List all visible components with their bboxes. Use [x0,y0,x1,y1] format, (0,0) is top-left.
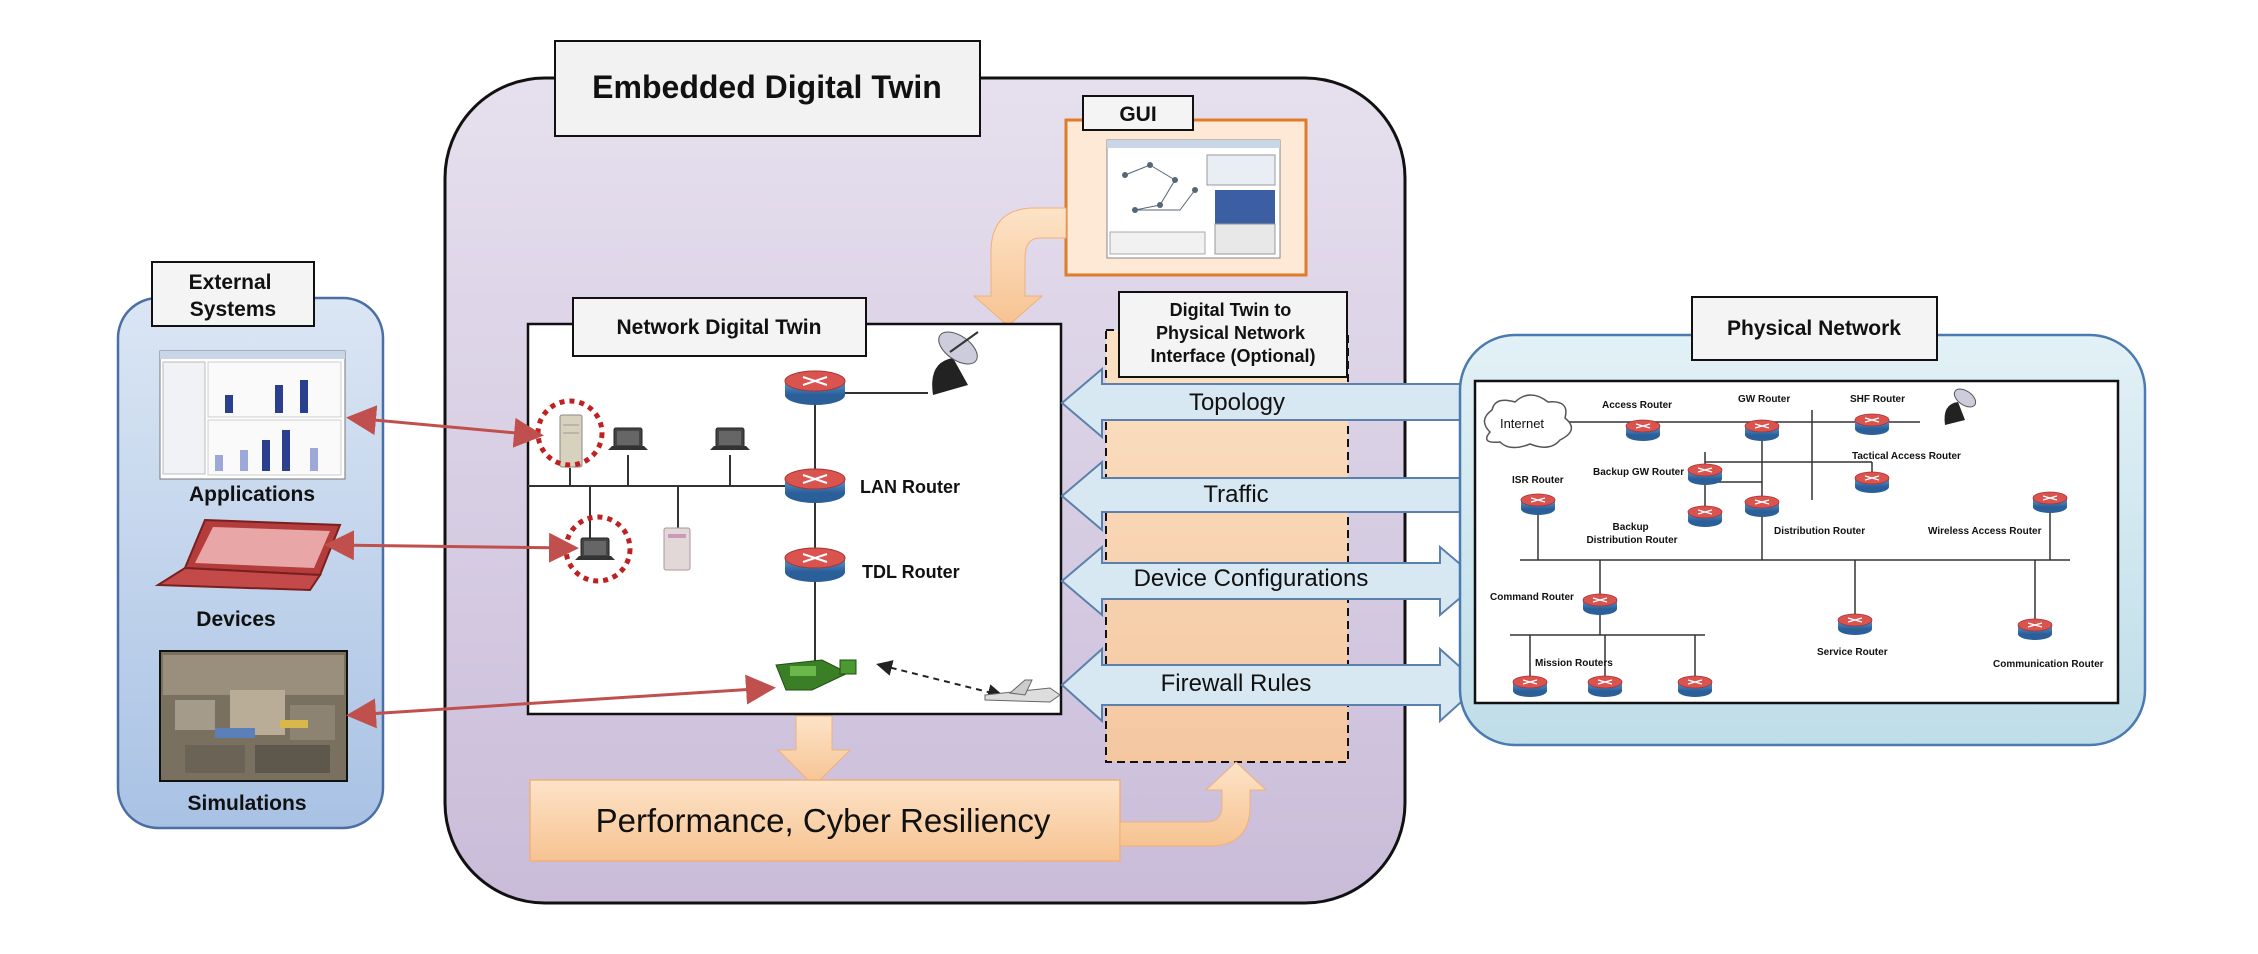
communication-router-label: Communication Router [1993,659,2104,670]
communication-router-icon [2017,618,2053,641]
lan-router-label: LAN Router [860,477,960,497]
service-router-label: Service Router [1817,647,1888,658]
devices-label: Devices [196,608,275,631]
isr-router-label: ISR Router [1512,475,1564,486]
embedded-twin-title: Embedded Digital Twin [592,69,942,105]
interface-title-box [1118,291,1348,378]
physical-network-title-box [1691,296,1938,361]
backup-gw-router-icon [1687,463,1723,486]
ndt-top-router-icon [784,370,846,406]
external-systems-title: External Systems [189,271,278,321]
backup-gw-router-label: Backup GW Router [1593,467,1684,478]
external-systems-title-box [151,261,315,327]
wireless-access-router-icon [2032,491,2068,514]
backup-distribution-router-icon [1687,505,1723,528]
service-router-icon [1837,613,1873,636]
distribution-router-icon [1744,495,1780,518]
laptop-icon-1 [607,427,649,451]
interface-title: Digital Twin to Physical Network Interfa… [1150,300,1315,366]
gw-router-label: GW Router [1738,394,1790,405]
pc-tower-icon [663,527,691,571]
backup-distribution-router-label: Backup Distribution Router [1586,522,1677,546]
shf-router-label: SHF Router [1850,394,1905,405]
ndt-title-box [572,297,867,357]
aircraft-icon [984,679,1061,703]
physical-network-title: Physical Network [1727,317,1901,340]
command-router-label: Command Router [1490,592,1574,603]
applications-image[interactable] [159,350,346,480]
radio-device-icon [775,659,857,691]
access-router-icon [1625,419,1661,442]
firewall-rules-label: Firewall Rules [1161,670,1312,697]
gui-label-box [1082,95,1194,131]
ndt-to-performance-arrow [776,715,852,787]
devices-laptop-icon[interactable] [154,518,342,592]
topology-label: Topology [1189,389,1285,416]
simulations-label: Simulations [187,792,306,815]
shf-router-icon [1854,413,1890,436]
gw-router-icon [1744,419,1780,442]
mission-router-icon-2 [1587,675,1623,698]
physical-network-box [1473,379,2120,705]
internet-label: Internet [1500,416,1544,431]
performance-box [529,779,1121,862]
traffic-arrow [1060,459,1478,533]
performance-to-interface-arrow [1119,761,1268,847]
tactical-access-router-icon [1854,471,1890,494]
physical-satellite-icon [1944,388,1977,425]
physical-network-lines [1510,410,2070,680]
internet-cloud-icon [1483,394,1573,449]
server-icon [559,414,583,468]
device-config-arrow [1060,544,1482,618]
ndt-title: Network Digital Twin [617,316,822,339]
tdl-router-icon [784,547,846,583]
tactical-access-router-label: Tactical Access Router [1852,451,1961,462]
performance-label: Performance, Cyber Resiliency [596,802,1051,839]
wireless-link [876,660,1004,700]
external-links [324,405,776,729]
laptop-icon-2 [709,427,751,451]
laptop-icon-3 [574,537,616,561]
device-config-label: Device Configurations [1134,565,1369,592]
satellite-dish-icon [932,331,979,395]
mission-routers-label: Mission Routers [1535,658,1613,669]
topology-arrow [1060,366,1478,440]
lan-router-icon [784,468,846,504]
traffic-label: Traffic [1203,481,1268,508]
firewall-rules-arrow [1060,646,1482,724]
embedded-twin-title-box [554,40,981,137]
access-router-label: Access Router [1602,400,1672,411]
isr-router-icon [1520,493,1556,516]
wireless-access-router-label: Wireless Access Router [1928,526,2042,537]
interface-arrows [1060,366,1482,724]
simulations-image[interactable] [159,650,348,782]
gui-screenshot [1106,139,1281,259]
applications-label: Applications [189,483,315,506]
gui-label: GUI [1119,103,1156,126]
distribution-router-label: Distribution Router [1774,526,1865,537]
tdl-router-label: TDL Router [862,562,960,582]
mission-router-icon-1 [1512,675,1548,698]
command-router-icon [1582,593,1618,616]
mission-router-icon-3 [1677,675,1713,698]
